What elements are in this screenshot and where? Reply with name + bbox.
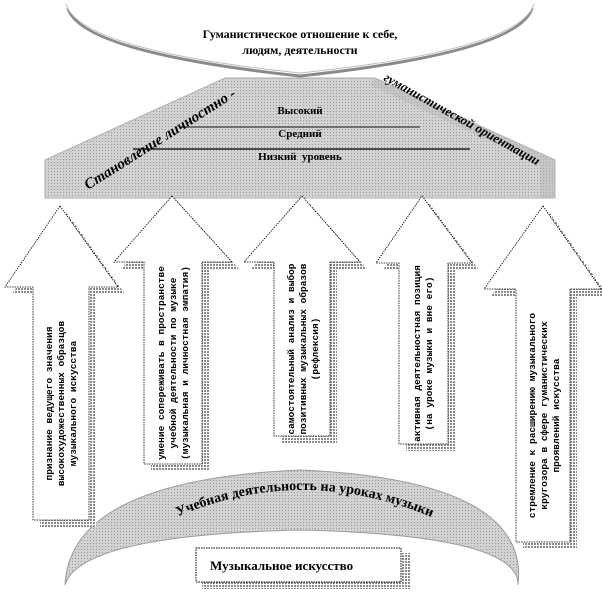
arrow-4: активная деятельностная позиция(на уроке…: [375, 195, 479, 451]
arrow-text-line: (рефлексия): [310, 318, 321, 381]
base-arc: Учебная деятельность на уроках музыки: [64, 469, 520, 586]
arrow-text-line: активная деятельностная позиция: [412, 265, 423, 442]
arrow-shape: [483, 205, 602, 543]
base-arc-shape: [64, 469, 520, 586]
arrow-shape: [4, 205, 119, 521]
arrow-shape: [243, 195, 361, 437]
arrow-text-line: музыкального искусства: [68, 340, 79, 466]
goal-ellipse: Гуманистическое отношение к себе, людям,…: [65, 0, 535, 78]
arrow-text-line: самостоятельный анализ и выбор: [286, 263, 297, 434]
arrow-text-line: учебной деятельности по музыке: [168, 277, 179, 448]
arrow-text-line: признание ведущего значения: [44, 326, 55, 480]
arrow-text-line: позитивных музыкальных образов: [298, 263, 309, 434]
level-low: Низкий уровень: [258, 151, 342, 163]
foundation-box: Музыкальное искусство: [195, 547, 410, 589]
goal-line-2: людям, деятельности: [242, 43, 357, 57]
arrow-text-line: кругозора в сфере гуманистических: [539, 321, 550, 509]
arrow-text-line: стремление к расширению музыкального: [527, 313, 538, 519]
arrow-shape: [375, 195, 473, 445]
goal-line-1: Гуманистическое отношение к себе,: [203, 27, 398, 41]
foundation-label: Музыкальное искусство: [210, 558, 353, 573]
arrow-text-line: высокохудожественных образцов: [56, 321, 67, 487]
arrow-text-line: проявлений искусства: [551, 358, 562, 472]
pyramid: Высокий Средний Низкий уровень: [44, 77, 556, 199]
arrow-text-line: умение сопереживать в пространстве: [156, 266, 167, 460]
arrow-shape: [113, 195, 233, 465]
arrow-text-line: (музыкальная и личностная эмпатия): [180, 266, 191, 460]
arrow-text-line: (на уроке музыки и вне его): [424, 277, 435, 431]
level-high: Высокий: [277, 105, 323, 117]
level-medium: Средний: [278, 128, 322, 140]
